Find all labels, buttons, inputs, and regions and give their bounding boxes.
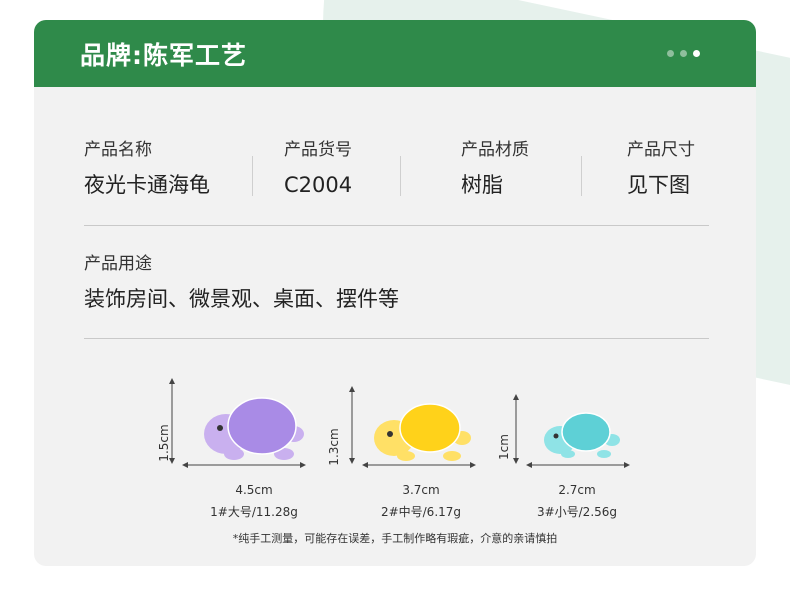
divider — [581, 156, 582, 196]
spec-label: 产品名称 — [84, 140, 152, 160]
spec-size: 产品尺寸 见下图 — [627, 138, 695, 200]
brand-title: 品牌:陈军工艺 — [80, 40, 247, 70]
size-figures: 1.5cm 4.5cm 1#大号/11.28g 1.3cm 3.7cm 2#中号… — [34, 370, 756, 519]
page-dot[interactable] — [680, 50, 687, 57]
pagination-dots — [667, 50, 700, 57]
turtle-figure-large — [154, 376, 324, 468]
divider — [400, 156, 401, 196]
height-dimension: 1cm — [497, 434, 511, 460]
width-dimension: 3.7cm — [402, 483, 440, 497]
height-dimension: 1.5cm — [157, 424, 171, 462]
turtle-large-icon — [169, 378, 306, 468]
spec-label: 产品材质 — [461, 140, 529, 160]
section-divider — [84, 338, 709, 339]
spec-label: 产品尺寸 — [627, 140, 695, 160]
brand-header: 品牌:陈军工艺 — [34, 20, 756, 87]
turtle-figure-medium — [334, 384, 494, 468]
page-dot-active[interactable] — [693, 50, 700, 57]
figure-label: 3#小号/2.56g — [536, 505, 618, 519]
figure-label: 2#中号/6.17g — [380, 505, 462, 519]
usage-section: 产品用途 装饰房间、微景观、桌面、摆件等 — [84, 252, 399, 314]
divider — [252, 156, 253, 196]
width-dimension: 2.7cm — [558, 483, 596, 497]
width-dimension: 4.5cm — [235, 483, 273, 497]
spec-value: 见下图 — [627, 173, 690, 197]
spec-material: 产品材质 树脂 — [461, 138, 529, 200]
turtle-figure-small — [498, 392, 648, 468]
figure-label: 1#大号/11.28g — [210, 505, 298, 519]
usage-label: 产品用途 — [84, 254, 152, 274]
spec-value: 夜光卡通海龟 — [84, 173, 210, 197]
spec-row: 产品名称 夜光卡通海龟 产品货号 C2004 产品材质 树脂 产品尺寸 见下图 — [84, 138, 709, 226]
measurement-note: *纯手工测量，可能存在误差，手工制作略有瑕疵，介意的亲请慎拍 — [232, 532, 558, 545]
spec-value: 树脂 — [461, 173, 503, 197]
usage-value: 装饰房间、微景观、桌面、摆件等 — [84, 287, 399, 311]
section-divider — [84, 225, 709, 226]
spec-label: 产品货号 — [284, 140, 352, 160]
spec-product-name: 产品名称 夜光卡通海龟 — [84, 138, 210, 200]
page-dot[interactable] — [667, 50, 674, 57]
product-info-card: 品牌:陈军工艺 产品名称 夜光卡通海龟 产品货号 C2004 产品材质 树脂 产… — [34, 20, 756, 566]
spec-product-code: 产品货号 C2004 — [284, 138, 352, 200]
turtle-small-icon — [513, 394, 630, 468]
turtle-medium-icon — [349, 386, 476, 468]
height-dimension: 1.3cm — [327, 428, 341, 466]
spec-value: C2004 — [284, 173, 353, 197]
